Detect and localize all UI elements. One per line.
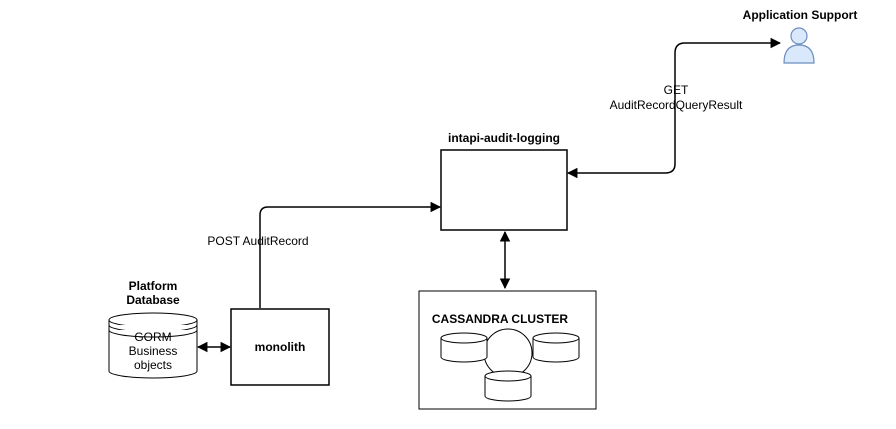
cassandra-label: CASSANDRA CLUSTER (432, 312, 569, 326)
post-label: POST AuditRecord (207, 234, 308, 248)
post-connector (259, 201, 442, 308)
get-label-line1: GET (664, 83, 689, 97)
cassandra-node-bottom (484, 370, 532, 402)
monolith-label: monolith (255, 340, 306, 354)
database-title-line1: Platform (129, 279, 178, 293)
database-content-line1: GORM (134, 330, 171, 344)
cassandra-node-left (440, 332, 488, 363)
cassandra-ring (483, 328, 533, 378)
get-label-line2: AuditRecordQueryResult (610, 98, 743, 112)
cassandra-node-right (532, 332, 580, 363)
actor-label: Application Support (743, 8, 858, 22)
service-box (440, 149, 568, 231)
user-icon (783, 27, 815, 64)
database-cylinder (108, 312, 198, 379)
database-title-line2: Database (126, 293, 180, 307)
database-content-line3: objects (134, 358, 172, 372)
database-content-line2: Business (129, 344, 178, 358)
get-connector (566, 37, 782, 179)
service-label: intapi-audit-logging (448, 131, 560, 145)
monolith-box (230, 308, 330, 386)
